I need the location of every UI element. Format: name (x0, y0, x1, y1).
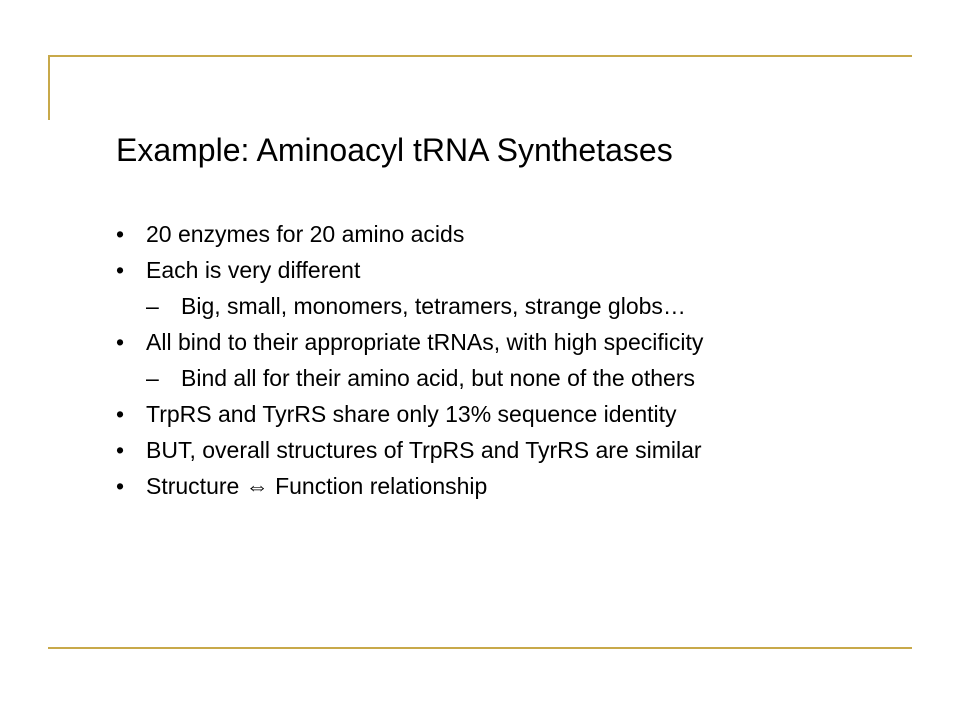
bullet-marker: • (116, 221, 125, 247)
bullet-item: • All bind to their appropriate tRNAs, w… (116, 327, 816, 358)
bullet-marker: • (116, 473, 125, 499)
bullet-marker: • (116, 401, 125, 427)
left-accent-rule (48, 55, 50, 120)
sub-bullet-text: Bind all for their amino acid, but none … (181, 365, 695, 391)
bullet-marker: • (116, 437, 125, 463)
bullet-text: 20 enzymes for 20 amino acids (146, 221, 465, 247)
sub-bullet-item: – Bind all for their amino acid, but non… (146, 363, 816, 394)
top-accent-rule (48, 55, 912, 57)
bottom-accent-rule (48, 647, 912, 649)
bullet-item: • TrpRS and TyrRS share only 13% sequenc… (116, 399, 816, 430)
bullet-marker: • (116, 257, 125, 283)
bullet-item: • BUT, overall structures of TrpRS and T… (116, 435, 816, 466)
sub-bullet-item: – Big, small, monomers, tetramers, stran… (146, 291, 816, 322)
bullet-item: • 20 enzymes for 20 amino acids (116, 219, 816, 250)
bullet-list: • 20 enzymes for 20 amino acids • Each i… (116, 219, 816, 507)
bullet-item: • Each is very different (116, 255, 816, 286)
bullet-text: Structure ⇔ Function relationship (146, 473, 488, 499)
slide-title: Example: Aminoacyl tRNA Synthetases (116, 132, 673, 168)
bullet-text: TrpRS and TyrRS share only 13% sequence … (146, 401, 677, 427)
dash-marker: – (146, 365, 159, 391)
bullet-item: • Structure ⇔ Function relationship (116, 471, 816, 502)
dash-marker: – (146, 293, 159, 319)
bullet-marker: • (116, 329, 125, 355)
sub-bullet-text: Big, small, monomers, tetramers, strange… (181, 293, 686, 319)
bullet-text: All bind to their appropriate tRNAs, wit… (146, 329, 704, 355)
bullet-text: Each is very different (146, 257, 361, 283)
bullet-text: BUT, overall structures of TrpRS and Tyr… (146, 437, 702, 463)
